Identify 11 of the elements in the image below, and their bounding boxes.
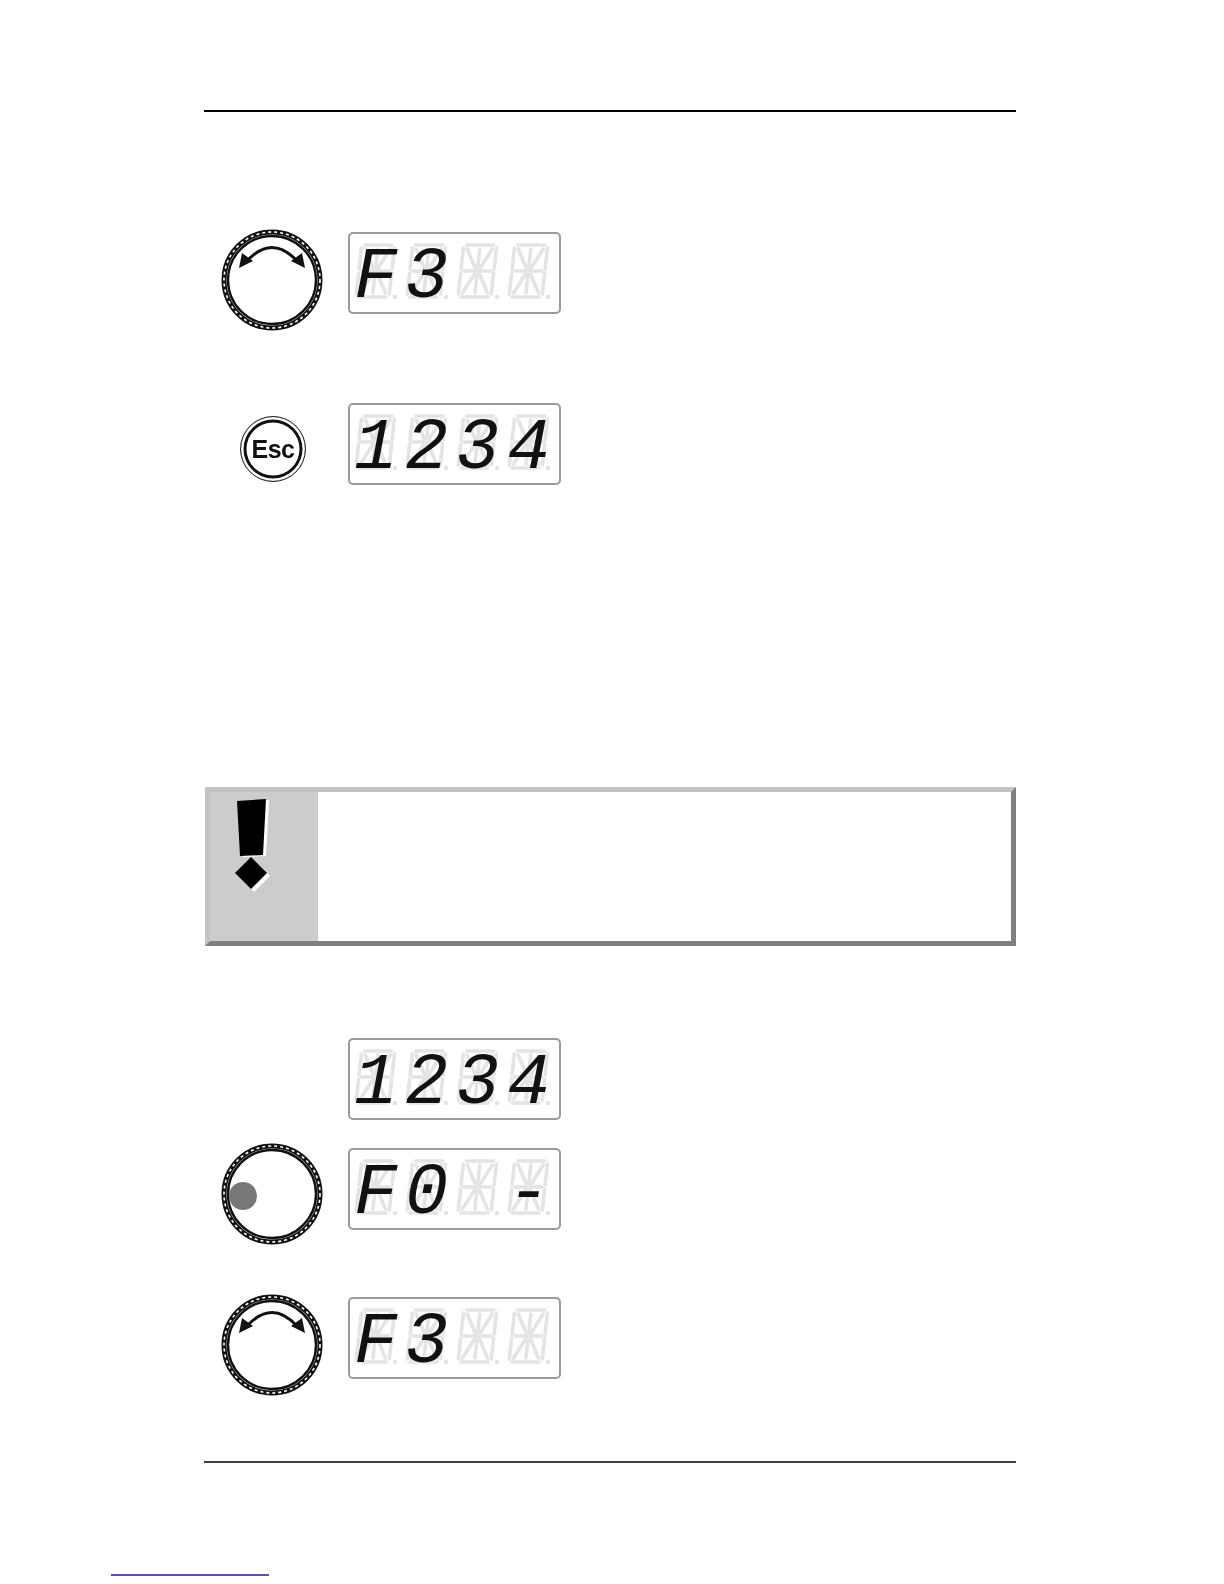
display-reading: F3 xyxy=(354,247,456,309)
display-reading: 1234 xyxy=(354,418,559,480)
lcd-display xyxy=(348,1148,561,1230)
esc-key: Esc xyxy=(240,416,306,482)
lcd-display xyxy=(348,1297,561,1379)
lcd-display xyxy=(348,1038,561,1120)
display-reading: 1234 xyxy=(354,1053,559,1115)
lcd-display xyxy=(348,232,561,314)
lcd-display xyxy=(348,403,561,485)
display-reading: F3 xyxy=(354,1312,456,1374)
display-reading: F0 - xyxy=(354,1163,559,1225)
